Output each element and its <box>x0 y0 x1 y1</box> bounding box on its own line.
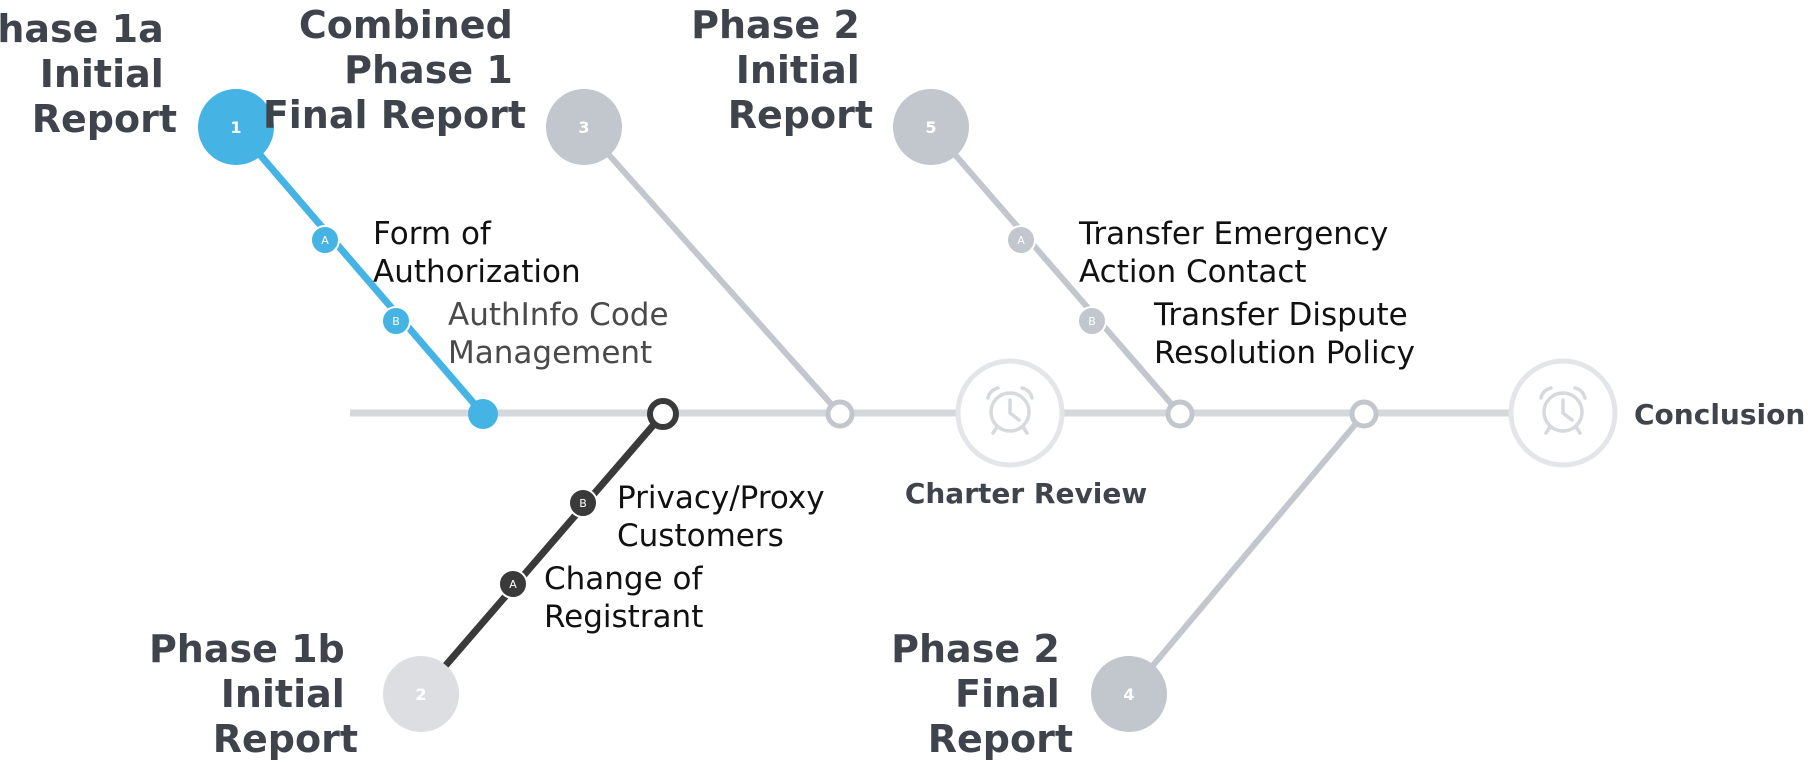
combined-phase-1-connector <box>581 125 843 416</box>
phase-1a-title: Phase 1a Initial Report <box>0 7 177 141</box>
phase-1a-branch: 1 Phase 1a Initial Report A Form of Auth… <box>0 7 678 429</box>
authinfo-code-management-marker[interactable] <box>381 306 411 336</box>
transfer-emergency-action-contact-label: Transfer Emergency Action Contact <box>1078 216 1398 290</box>
charter-review-milestone: Charter Review <box>905 358 1147 510</box>
transfer-dispute-resolution-policy-letter: B <box>1088 315 1096 328</box>
conclusion-label: Conclusion <box>1634 398 1805 431</box>
change-of-registrant-label: Change of Registrant <box>544 561 712 635</box>
phase-2-initial-timeline-node[interactable] <box>1165 399 1195 429</box>
transfer-emergency-action-contact-letter: A <box>1017 234 1025 247</box>
privacy-proxy-customers-label: Privacy/Proxy Customers <box>617 480 834 554</box>
phase-2-initial-branch: 5 Phase 2 Initial Report A Transfer Emer… <box>691 3 1418 429</box>
phase-1b-branch: 2 Phase 1b Initial Report B Privacy/Prox… <box>149 398 834 761</box>
combined-phase-1-title: Combined Phase 1 Final Report <box>263 3 526 137</box>
change-of-registrant-marker[interactable] <box>498 569 528 599</box>
phase-1b-number: 2 <box>415 685 426 704</box>
conclusion-milestone: Conclusion <box>1508 358 1805 468</box>
phase-2-final-title: Phase 2 Final Report <box>891 627 1073 761</box>
phase-2-initial-node[interactable] <box>893 89 969 165</box>
phase-1a-connector <box>233 124 486 417</box>
phase-2-final-number: 4 <box>1123 685 1134 704</box>
combined-phase-1-number: 3 <box>578 118 589 137</box>
phase-1a-node[interactable] <box>198 89 274 165</box>
combined-phase-1-timeline-node[interactable] <box>825 399 855 429</box>
transfer-dispute-resolution-policy-label: Transfer Dispute Resolution Policy <box>1153 297 1418 371</box>
authinfo-code-management-letter: B <box>392 315 400 328</box>
form-of-authorization-marker[interactable] <box>310 225 340 255</box>
phase-2-final-connector <box>1126 412 1367 696</box>
combined-phase-1-node[interactable] <box>546 89 622 165</box>
form-of-authorization-label: Form of Authorization <box>373 216 581 290</box>
transfer-emergency-action-contact-marker[interactable] <box>1006 225 1036 255</box>
authinfo-code-management-label: AuthInfo Code Management <box>448 297 678 371</box>
phase-2-final-node[interactable] <box>1091 656 1167 732</box>
privacy-proxy-customers-marker[interactable] <box>568 488 598 518</box>
form-of-authorization-letter: A <box>321 234 329 247</box>
phase-2-final-timeline-node[interactable] <box>1349 399 1379 429</box>
change-of-registrant-letter: A <box>509 578 517 591</box>
combined-phase-1-branch: 3 Combined Phase 1 Final Report <box>263 3 855 429</box>
phase-2-final-branch: 4 Phase 2 Final Report <box>891 399 1379 761</box>
phase-1b-title: Phase 1b Initial Report <box>149 627 358 761</box>
phase-1b-connector <box>418 411 666 697</box>
phase-2-initial-number: 5 <box>925 118 936 137</box>
phase-1b-node[interactable] <box>383 656 459 732</box>
transfer-dispute-resolution-policy-marker[interactable] <box>1077 306 1107 336</box>
privacy-proxy-customers-letter: B <box>579 497 587 510</box>
phase-1a-timeline-node[interactable] <box>468 399 498 429</box>
phase-2-initial-title: Phase 2 Initial Report <box>691 3 873 137</box>
phase-1b-timeline-node[interactable] <box>647 398 679 430</box>
phase-1a-number: 1 <box>230 118 241 137</box>
phase-2-initial-connector <box>928 125 1183 416</box>
charter-review-label: Charter Review <box>905 477 1147 510</box>
